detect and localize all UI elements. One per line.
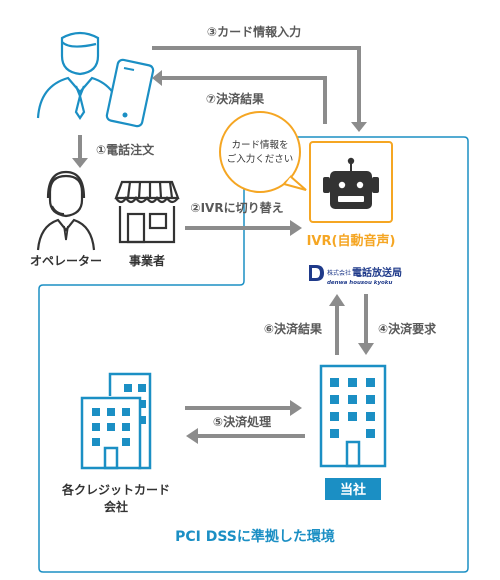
step-card-input-label: ③カード情報入力 — [207, 24, 301, 39]
arrow-payment-processing-to-company — [185, 400, 302, 416]
arrow-card-input — [152, 46, 367, 132]
company-logo: 株式会社 電話放送局 denwa housou kyoku — [309, 265, 402, 286]
company-label: 当社 — [340, 482, 366, 498]
step-payment-request-label: ④決済要求 — [378, 321, 437, 336]
robot-icon — [323, 157, 379, 209]
step-payment-result-7-label: ⑦決済結果 — [206, 91, 264, 106]
arrow-payment-processing-to-cards — [186, 428, 305, 444]
operator-label: オペレーター — [30, 254, 102, 268]
operator-icon — [36, 170, 96, 251]
arrow-phone-order — [72, 135, 88, 168]
shop-icon — [114, 180, 180, 244]
company-badge — [325, 478, 381, 500]
environment-label: PCI DSSに準拠した環境 — [175, 528, 335, 545]
pci-environment-border — [38, 136, 469, 573]
smartphone-icon — [105, 58, 155, 128]
bubble-line-2: ご入力ください — [227, 153, 294, 165]
arrow-payment-request — [358, 294, 374, 355]
business-label: 事業者 — [129, 253, 165, 268]
arrow-payment-result-6 — [329, 294, 345, 355]
step-payment-processing-label: ⑤決済処理 — [213, 414, 271, 429]
arrow-switch-ivr — [185, 220, 302, 236]
logo-name: 電話放送局 — [352, 266, 402, 279]
step-phone-order-label: ①電話注文 — [96, 142, 155, 157]
arrow-payment-result-7 — [152, 70, 327, 124]
logo-romaji: denwa housou kyoku — [327, 280, 392, 286]
card-companies-label-1: 各クレジットカード — [61, 482, 170, 497]
ivr-label: IVR(自動音声) — [307, 233, 396, 249]
step-payment-result-6-label: ⑥決済結果 — [264, 321, 322, 336]
card-company-buildings-icon — [80, 372, 152, 470]
step-switch-ivr-label: ②IVRに切り替え — [190, 200, 283, 215]
bubble-line-1: カード情報を — [231, 139, 288, 151]
company-building-icon — [319, 364, 387, 468]
speech-bubble — [219, 111, 307, 193]
logo-prefix: 株式会社 — [327, 269, 351, 277]
card-companies-label-2: 会社 — [104, 499, 128, 514]
